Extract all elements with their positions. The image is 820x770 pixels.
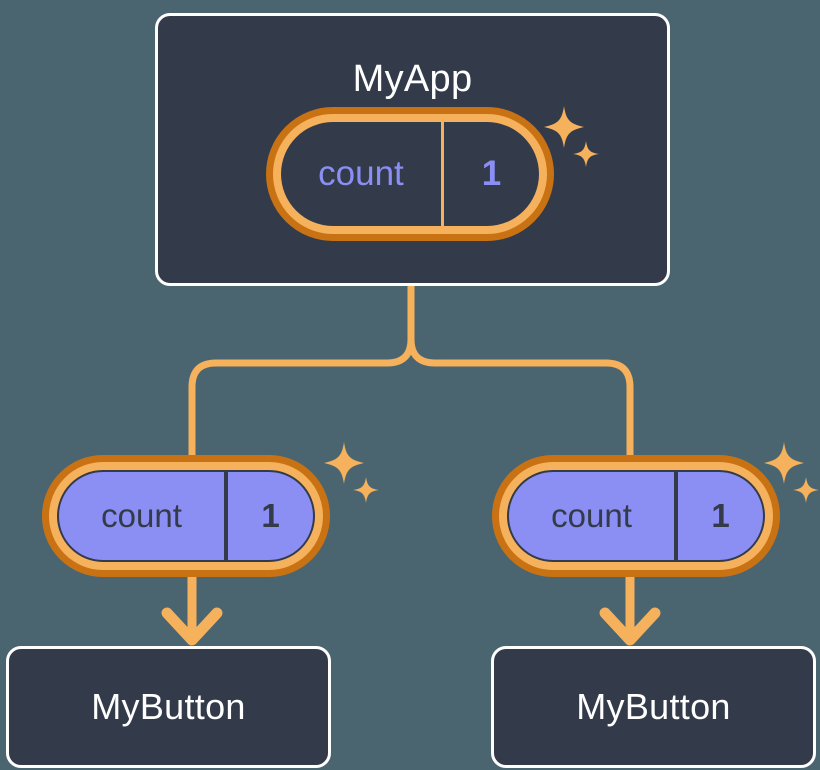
component-title-myapp: MyApp [352, 58, 473, 100]
state-pill-child-right[interactable]: count 1 [492, 455, 780, 577]
component-card-mybutton-left[interactable]: MyButton [6, 646, 331, 768]
sparkles-icon [764, 442, 819, 503]
sparkles-icon [544, 106, 599, 167]
component-card-mybutton-right[interactable]: MyButton [491, 646, 816, 768]
state-value-label: 1 [674, 472, 763, 560]
component-title-mybutton: MyButton [91, 686, 246, 727]
state-pill-myapp[interactable]: count 1 [266, 107, 554, 241]
arrow-down-icon-left [161, 577, 223, 646]
state-pill-inner: count 1 [507, 470, 765, 562]
state-pill-inner: count 1 [57, 470, 315, 562]
arrow-down-icon-right [599, 577, 661, 646]
state-key-label: count [551, 497, 632, 534]
tree-branch-connector [188, 286, 634, 455]
state-pill-child-left[interactable]: count 1 [42, 455, 330, 577]
state-value-label: 1 [224, 472, 313, 560]
state-key-label: count [318, 154, 404, 193]
state-value-label: 1 [440, 122, 539, 226]
component-title-mybutton: MyButton [576, 686, 731, 727]
state-key-label: count [101, 497, 182, 534]
sparkles-icon [324, 442, 379, 503]
state-pill-inner: count 1 [281, 122, 539, 226]
